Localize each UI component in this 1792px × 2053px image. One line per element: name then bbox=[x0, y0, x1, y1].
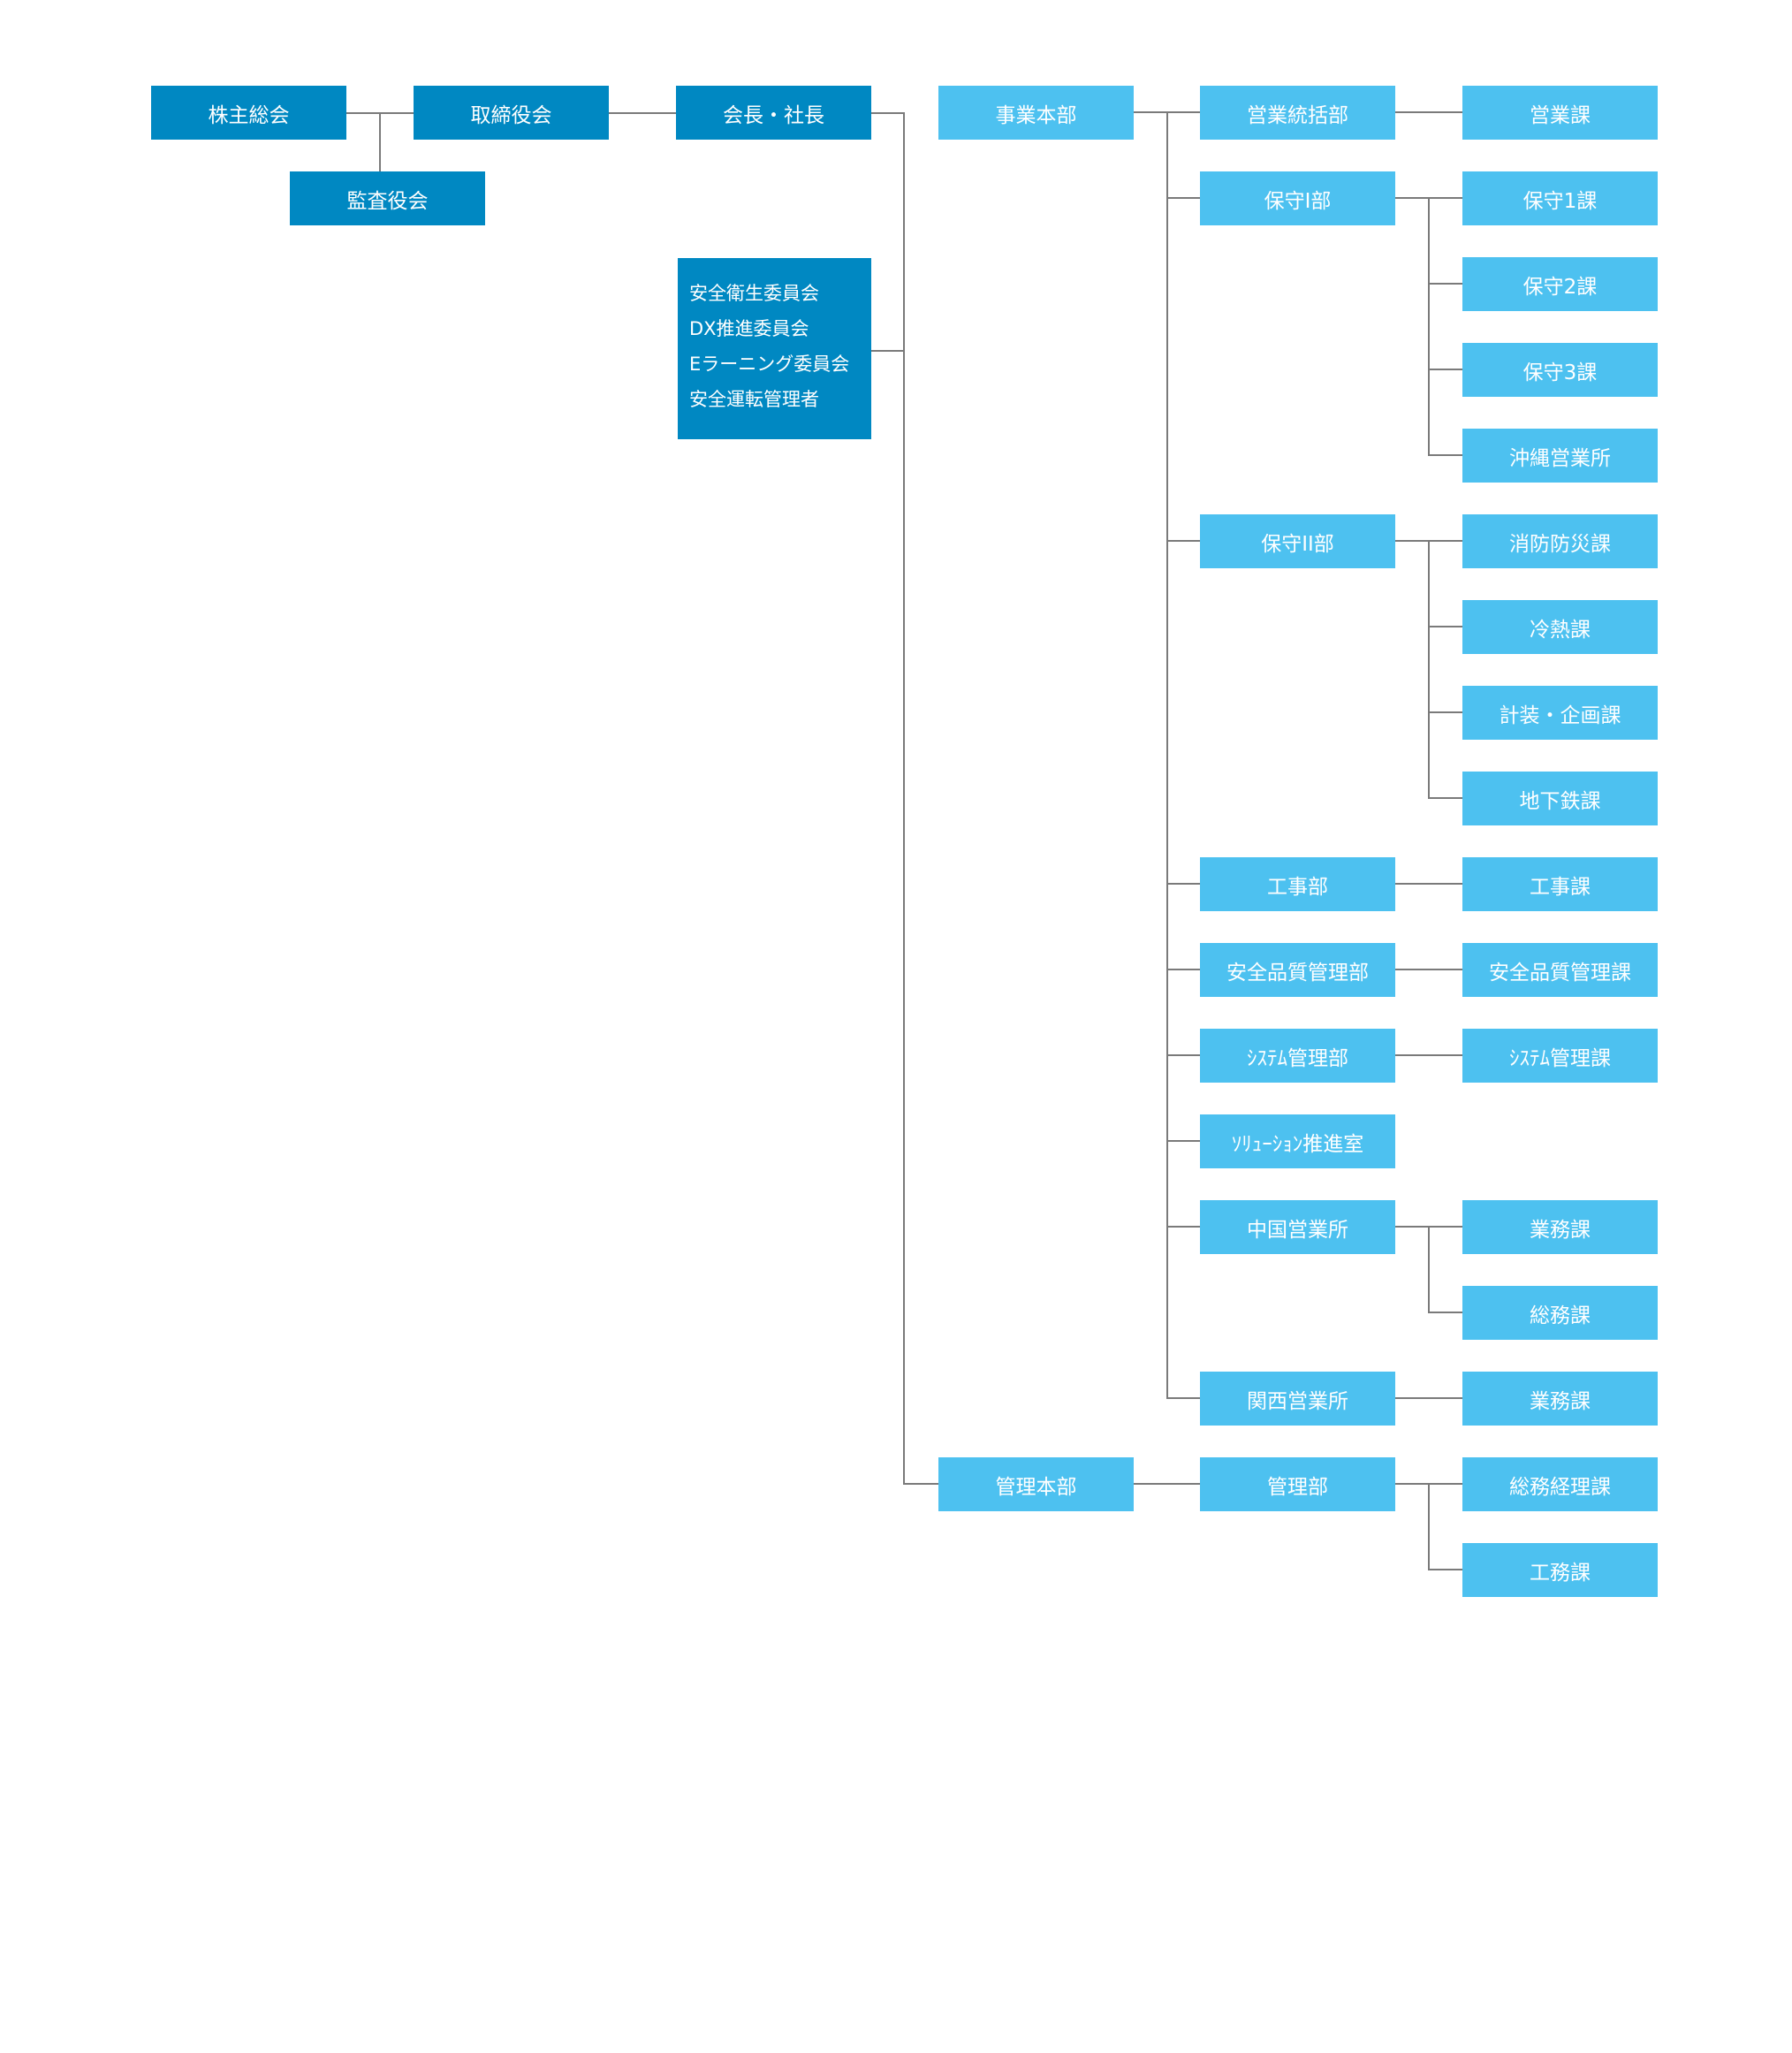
committee-item: Eラーニング委員会 bbox=[689, 354, 850, 375]
shareholders-meeting-box: 株主総会 bbox=[151, 86, 346, 140]
committee-item: 安全衛生委員会 bbox=[689, 283, 819, 304]
board-of-directors-box: 取締役会 bbox=[414, 86, 609, 140]
section-box: 冷熱課 bbox=[1462, 600, 1658, 654]
section-box: 業務課 bbox=[1462, 1200, 1658, 1254]
audit-board-box: 監査役会 bbox=[290, 171, 485, 225]
section-box: 営業課 bbox=[1462, 86, 1658, 140]
headquarters-box: 事業本部 bbox=[938, 86, 1134, 140]
president-box: 会長・社長 bbox=[676, 86, 871, 140]
department-box: ｿﾘｭｰｼｮﾝ推進室 bbox=[1200, 1114, 1395, 1168]
connector bbox=[1428, 541, 1430, 799]
connector bbox=[379, 112, 381, 171]
connector bbox=[1395, 111, 1462, 113]
connector bbox=[1167, 1054, 1200, 1056]
connector bbox=[1167, 1226, 1200, 1228]
connector bbox=[1395, 1054, 1462, 1056]
section-box: 保守2課 bbox=[1462, 257, 1658, 311]
section-box: 総務課 bbox=[1462, 1286, 1658, 1340]
connector bbox=[1429, 283, 1462, 285]
connector bbox=[1429, 797, 1462, 799]
connector bbox=[1428, 198, 1430, 456]
connector bbox=[871, 112, 904, 114]
section-box: 消防防災課 bbox=[1462, 514, 1658, 568]
connector bbox=[1395, 969, 1462, 970]
connector bbox=[1429, 711, 1462, 713]
connector bbox=[1167, 969, 1200, 970]
connector bbox=[904, 1483, 938, 1485]
connector bbox=[871, 350, 904, 352]
department-box: 保守I部 bbox=[1200, 171, 1395, 225]
section-box: 沖縄営業所 bbox=[1462, 429, 1658, 483]
committee-item: DX推進委員会 bbox=[689, 318, 809, 339]
connector bbox=[1167, 1140, 1200, 1142]
department-box: ｼｽﾃﾑ管理部 bbox=[1200, 1029, 1395, 1083]
connector bbox=[1429, 1312, 1462, 1313]
section-box: 保守1課 bbox=[1462, 171, 1658, 225]
section-box: 地下鉄課 bbox=[1462, 772, 1658, 825]
headquarters-box: 管理本部 bbox=[938, 1457, 1134, 1511]
department-box: 管理部 bbox=[1200, 1457, 1395, 1511]
department-box: 保守II部 bbox=[1200, 514, 1395, 568]
connector bbox=[1428, 1227, 1430, 1313]
connector bbox=[1395, 1397, 1462, 1399]
section-box: 工事課 bbox=[1462, 857, 1658, 911]
connector bbox=[1429, 626, 1462, 627]
section-box: 保守3課 bbox=[1462, 343, 1658, 397]
connector bbox=[1167, 197, 1200, 199]
committee-item: 安全運転管理者 bbox=[689, 389, 819, 410]
connector bbox=[1167, 540, 1200, 542]
connector bbox=[1429, 454, 1462, 456]
connector bbox=[1428, 1484, 1430, 1570]
connector bbox=[903, 112, 905, 1485]
connector bbox=[1395, 883, 1462, 885]
department-box: 営業統括部 bbox=[1200, 86, 1395, 140]
section-box: 計装・企画課 bbox=[1462, 686, 1658, 740]
section-box: 総務経理課 bbox=[1462, 1457, 1658, 1511]
connector bbox=[1167, 111, 1200, 113]
connector bbox=[1167, 1397, 1200, 1399]
connector bbox=[1429, 1569, 1462, 1570]
section-box: 業務課 bbox=[1462, 1372, 1658, 1426]
connector bbox=[1166, 112, 1168, 1399]
department-box: 安全品質管理部 bbox=[1200, 943, 1395, 997]
department-box: 工事部 bbox=[1200, 857, 1395, 911]
connector bbox=[1429, 369, 1462, 370]
department-box: 中国営業所 bbox=[1200, 1200, 1395, 1254]
committees-box: 安全衛生委員会 DX推進委員会 Eラーニング委員会 安全運転管理者 bbox=[678, 258, 871, 439]
section-box: ｼｽﾃﾑ管理課 bbox=[1462, 1029, 1658, 1083]
section-box: 工務課 bbox=[1462, 1543, 1658, 1597]
connector bbox=[1134, 1483, 1200, 1485]
connector bbox=[609, 112, 676, 114]
connector bbox=[1167, 883, 1200, 885]
department-box: 関西営業所 bbox=[1200, 1372, 1395, 1426]
section-box: 安全品質管理課 bbox=[1462, 943, 1658, 997]
